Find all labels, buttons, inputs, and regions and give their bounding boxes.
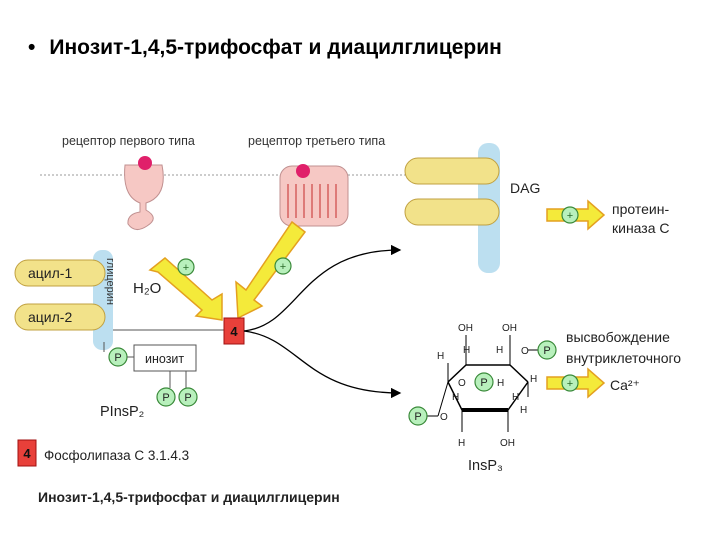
p-main: P [114, 352, 121, 364]
title-bullet: • [28, 36, 36, 59]
plus-sign-ca: + [567, 378, 573, 390]
ring-left [447, 381, 463, 411]
slide-title: • Инозит-1,4,5-трифосфат и диацилглицерин [28, 36, 502, 60]
acyl1-pill [14, 259, 106, 287]
o-left-bottom: O [440, 412, 448, 423]
pk-line2: киназа С [612, 220, 670, 236]
o-ring-left: O [458, 378, 466, 389]
acyl2-label: ацил-2 [28, 309, 72, 325]
h-bottom: H [458, 438, 465, 449]
oh-bottom: OH [500, 438, 515, 449]
glycerol-label: глицерин [104, 258, 116, 305]
plus-circle-2 [274, 257, 292, 275]
ring-right-bottom [507, 381, 529, 411]
acyl2-pill [14, 303, 106, 331]
inositol-label: инозит [145, 352, 184, 366]
p-circle-5 [178, 387, 198, 407]
h-ring-center: H [497, 378, 504, 389]
plus-circle-ca [561, 374, 579, 392]
ligand-1 [138, 156, 152, 170]
p-ring-center: P [480, 377, 487, 389]
plus-sign-pk: + [567, 210, 573, 222]
ring-right-top [509, 364, 529, 383]
pk-line1: протеин- [612, 201, 669, 217]
curve-to-insp3 [243, 330, 402, 399]
inositol-box [133, 344, 197, 372]
insp3-structure [427, 335, 538, 432]
release-line3: Ca²⁺ [610, 377, 640, 393]
arrow-receptor3 [235, 220, 307, 320]
bond-o-left [437, 381, 449, 417]
title-text: Инозит-1,4,5-трифосфат и диацилглицерин [49, 36, 502, 59]
receptor1-label: рецептор первого типа [62, 134, 195, 148]
ligand-3 [296, 164, 310, 178]
p-ring-right: P [543, 345, 550, 357]
release-line2: внутриклеточного [566, 350, 681, 366]
h-ring-right-low: H [512, 392, 519, 403]
acyl1-label: ацил-1 [28, 265, 72, 281]
receptor3-label: рецептор третьего типа [248, 134, 385, 148]
receptor-type3 [279, 164, 349, 227]
oh-top-1: OH [458, 323, 473, 334]
pinsp2-label: PInsP₂ [100, 404, 144, 420]
p-circle-ring-left [408, 406, 428, 426]
p-4: P [162, 392, 169, 404]
h-ring-left: H [452, 392, 459, 403]
dag-label: DAG [510, 180, 540, 196]
curve-to-dag [243, 244, 402, 332]
legend-label: Фосфолипаза С 3.1.4.3 [44, 448, 189, 463]
caption: Инозит-1,4,5-трифосфат и диацилглицерин [38, 489, 340, 505]
dag-acyl-top [404, 157, 500, 185]
plus-sign-2: + [280, 261, 286, 273]
h-ring-right: H [530, 374, 537, 385]
p-ring-left: P [414, 411, 421, 423]
water-label: H₂O [133, 280, 161, 297]
plus-sign-1: + [183, 262, 189, 274]
release-line1: высвобождение [566, 329, 670, 345]
receptor-type1 [124, 156, 164, 230]
o-right: O [521, 346, 529, 357]
plus-circle-pk [561, 206, 579, 224]
h-ring-right-bottom: H [520, 405, 527, 416]
h-top-1: H [463, 345, 470, 356]
insp3-label: InsP₃ [468, 458, 503, 474]
p-circle-ring-right [537, 340, 557, 360]
plus-circle-1 [177, 258, 195, 276]
legend-enzyme-box [17, 439, 37, 467]
h-top-2: H [496, 345, 503, 356]
oh-top-2: OH [502, 323, 517, 334]
enzyme-number: 4 [230, 324, 238, 339]
p-circle-ring-center [474, 372, 494, 392]
legend-enzyme-number: 4 [23, 446, 31, 461]
h-left-top: H [437, 351, 444, 362]
p-5: P [184, 392, 191, 404]
p-circle-4 [156, 387, 176, 407]
dag-acyl-bottom [404, 198, 500, 226]
